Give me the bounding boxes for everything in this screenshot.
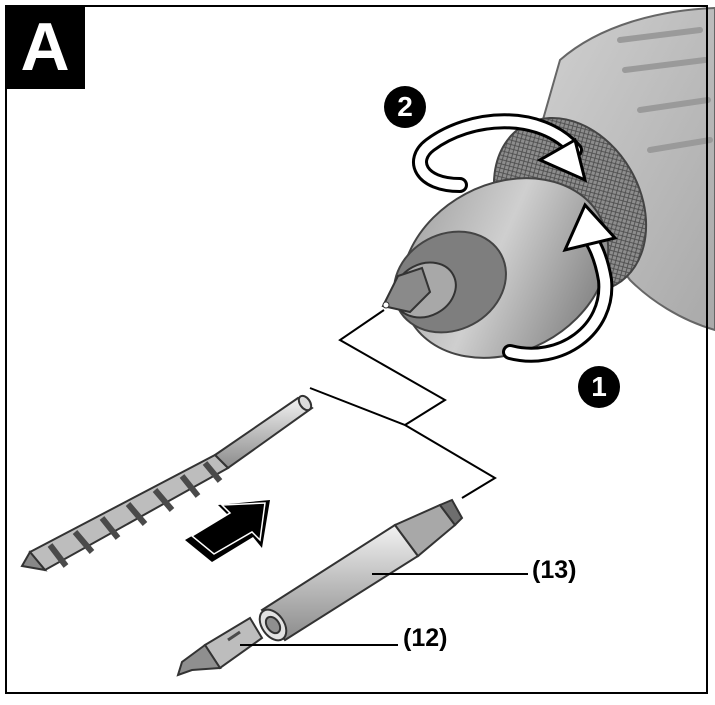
step-badge-1: 1 — [578, 366, 620, 408]
insertion-leader-lines — [309, 309, 497, 499]
insertion-direction-arrow — [185, 500, 270, 562]
panel-letter-label: A — [5, 5, 85, 89]
screwdriver-bit-12 — [176, 616, 264, 677]
bit-holder-13 — [258, 498, 464, 642]
panel-letter: A — [20, 9, 70, 85]
step-badge-2: 2 — [384, 86, 426, 128]
callout-label-12: (12) — [403, 624, 448, 652]
rotation-arrow-2 — [412, 113, 588, 193]
panel-frame — [5, 5, 708, 694]
step-number-1: 1 — [591, 371, 607, 402]
rotation-arrow-1 — [502, 202, 618, 363]
callout-leaders — [240, 573, 528, 646]
twist-drill-bit — [20, 394, 314, 572]
keyless-chuck — [381, 177, 610, 359]
step-number-2: 2 — [397, 91, 413, 122]
callout-label-13: (13) — [532, 556, 577, 584]
